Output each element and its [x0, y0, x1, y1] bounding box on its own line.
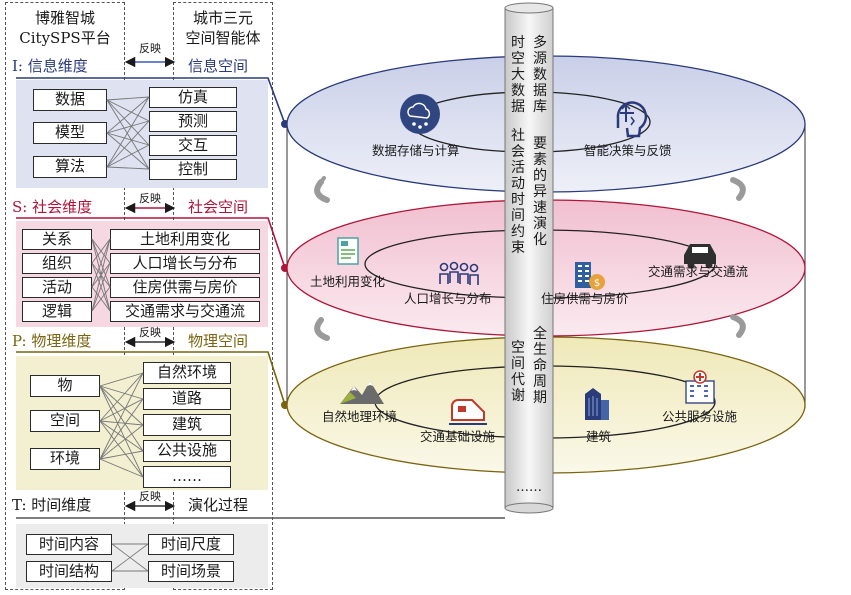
social-left-item: 活动	[22, 277, 92, 298]
info-right-item: 控制	[149, 159, 237, 180]
info-space-label: 信息空间	[188, 57, 249, 75]
physical-left-item: 空间	[30, 410, 100, 432]
time-right-item: 时间尺度	[148, 534, 234, 555]
car-icon	[684, 244, 716, 269]
train-icon	[449, 399, 487, 425]
social-left-item: 关系	[22, 229, 92, 250]
mountain-icon	[340, 381, 384, 404]
info-connector	[16, 77, 286, 125]
physical-right-item: 建筑	[143, 414, 231, 436]
social-links	[91, 238, 111, 312]
time-feedback-label: 反映	[139, 490, 161, 503]
social-left-item: 逻辑	[22, 301, 92, 322]
physical-item-label: 自然地理环境	[322, 409, 398, 424]
people-icon	[439, 261, 479, 285]
hospital-icon	[685, 370, 715, 404]
pillar-label-element-evolution: 要素的异速演化	[533, 136, 547, 248]
info-dimension-label: I: 信息维度	[12, 57, 88, 75]
physical-right-item: 自然环境	[143, 362, 231, 384]
feedback-arrows	[124, 56, 176, 512]
pillar-label-multisource-database: 多源数据库	[533, 35, 547, 115]
building-price-icon: $	[575, 262, 605, 290]
physical-connector	[16, 351, 286, 406]
social-feedback-label: 反映	[139, 192, 161, 205]
social-right-item: 交通需求与交通流	[110, 301, 260, 322]
social-right-item: 土地利用变化	[110, 229, 260, 250]
physical-item-label: 公共服务设施	[662, 409, 738, 424]
cycle-arrows	[314, 176, 746, 341]
physical-space-label: 物理空间	[188, 332, 249, 350]
physical-left-item: 环境	[30, 448, 100, 470]
info-left-item: 数据	[33, 89, 107, 111]
social-connector	[16, 217, 286, 269]
info-left-item: 算法	[33, 156, 107, 178]
info-right-item: 仿真	[149, 87, 237, 108]
physical-right-item: ……	[143, 466, 231, 488]
info-right-item: 预测	[149, 111, 237, 132]
social-space-label: 社会空间	[188, 198, 249, 216]
social-item-label: 交通需求与交通流	[648, 264, 749, 279]
pillar-label-space-metabolism: 空间代谢	[511, 340, 525, 404]
svg-text:$: $	[594, 278, 600, 289]
pillar-label-social-time-constraint: 社会活动时间约束	[511, 128, 525, 256]
time-space-label: 演化过程	[188, 496, 249, 514]
header-feedback-label: 反映	[139, 42, 161, 55]
physical-links	[99, 372, 144, 478]
social-left-item: 组织	[22, 253, 92, 274]
physical-item-label: 建筑	[586, 429, 612, 444]
central-pillar	[504, 7, 554, 509]
cycle-arrow-left-bottom	[314, 317, 330, 341]
social-item-label: 土地利用变化	[310, 274, 386, 289]
info-item-label: 数据存储与计算	[372, 143, 460, 158]
physical-item-label: 交通基础设施	[420, 429, 496, 444]
agent-title: 城市三元空间智能体	[185, 9, 261, 47]
time-links	[111, 543, 149, 572]
info-links	[106, 96, 150, 170]
info-item-label: 智能决策与反馈	[584, 143, 672, 158]
social-item-label: 住房供需与房价	[541, 291, 629, 306]
pillar-ellipsis: ……	[516, 480, 542, 495]
physical-right-item: 道路	[143, 388, 231, 410]
pillar-label-full-lifecycle: 全生命周期	[533, 326, 547, 406]
physical-left-item: 物	[30, 375, 100, 397]
time-left-item: 时间结构	[26, 561, 112, 582]
skyscraper-icon	[585, 388, 609, 420]
time-right-item: 时间场景	[148, 561, 234, 582]
cycle-arrow-right-bottom	[730, 314, 746, 338]
social-right-item: 人口增长与分布	[110, 253, 260, 274]
info-right-item: 交互	[149, 135, 237, 156]
time-dimension-label: T: 时间维度	[12, 496, 92, 514]
physical-dimension-label: P: 物理维度	[12, 332, 92, 350]
social-right-item: 住房供需与房价	[110, 277, 260, 298]
ai-head-icon	[616, 101, 648, 138]
time-left-item: 时间内容	[26, 534, 112, 555]
physical-feedback-label: 反映	[139, 326, 161, 339]
document-icon	[337, 237, 359, 265]
physical-right-item: 公共设施	[143, 440, 231, 462]
pillar-label-spatiotemporal-bigdata: 时空大数据	[511, 35, 525, 115]
cycle-arrow-right-top	[730, 177, 746, 201]
social-item-label: 人口增长与分布	[404, 291, 492, 306]
cloud-network-icon	[400, 94, 440, 134]
social-dimension-label: S: 社会维度	[12, 198, 93, 216]
info-left-item: 模型	[33, 122, 107, 144]
